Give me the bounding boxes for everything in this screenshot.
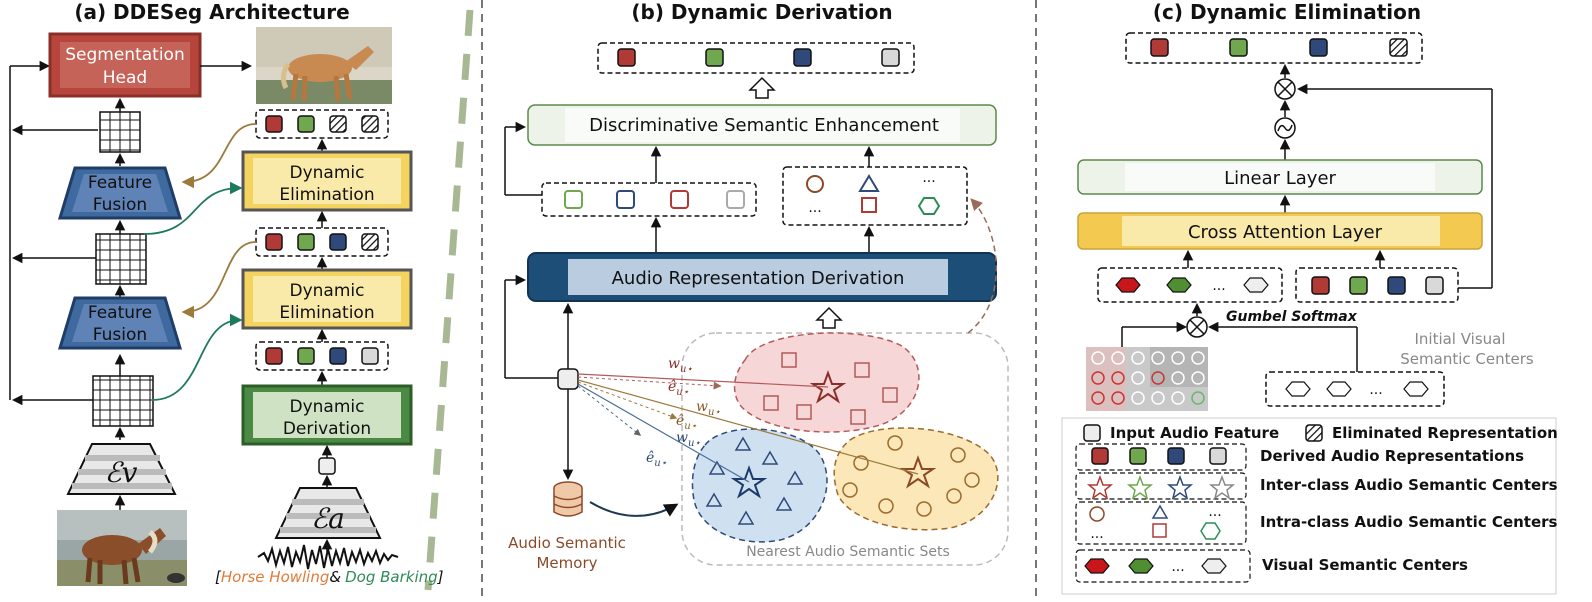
b-intra-class-shapes: ... ... <box>782 166 968 226</box>
hollow-arrow-mid <box>815 306 843 329</box>
yellow-cluster <box>833 427 999 531</box>
audio-encoder-symbol: ℰa <box>311 502 345 535</box>
dynamic-elimination-upper: Dynamic Elimination <box>241 150 413 212</box>
dynamic-derivation-block: Dynamic Derivation <box>241 384 413 446</box>
audio-waveform <box>257 544 399 570</box>
feature-grid-middle <box>95 233 147 285</box>
panel-a-title: (a) DDESeg Architecture <box>74 0 349 24</box>
visual-encoder: ℰv <box>66 443 177 495</box>
dynamic-elimination-upper-line2: Elimination <box>279 185 374 205</box>
initial-visual-line1: Initial Visual <box>1414 330 1505 348</box>
attention-map <box>1086 347 1208 411</box>
svg-text:êu⋆: êu⋆ <box>668 379 689 398</box>
b-output-tokens <box>597 42 915 74</box>
svg-text:wu⋆: wu⋆ <box>668 356 693 375</box>
feature-grid-bottom <box>92 375 154 427</box>
svg-text:wu⋆: wu⋆ <box>696 399 721 418</box>
c-ellipsis-2: ... <box>1369 382 1382 398</box>
panel-a: Segmentation Head <box>9 27 444 586</box>
dynamic-derivation-line2: Derivation <box>283 419 371 439</box>
c-visual-tokens: ... <box>1097 267 1283 303</box>
input-horse-image <box>57 510 187 586</box>
visual-encoder-symbol: ℰv <box>105 456 138 489</box>
multiply-icon-bottom <box>1186 316 1208 338</box>
dse-label: Discriminative Semantic Enhancement <box>589 115 939 136</box>
feature-fusion-upper-line2: Fusion <box>93 195 147 215</box>
dynamic-elimination-lower: Dynamic Elimination <box>241 268 413 330</box>
sigmoid-icon <box>1274 117 1296 139</box>
legend-intra-class: Intra-class Audio Semantic Centers <box>1260 513 1558 531</box>
svg-text:wu⋆: wu⋆ <box>676 430 701 449</box>
ard-label: Audio Representation Derivation <box>612 268 905 289</box>
c-output-tokens <box>1125 32 1423 64</box>
feature-fusion-upper: Feature Fusion <box>57 166 183 220</box>
panel-c-title: (c) Dynamic Elimination <box>1153 0 1421 24</box>
feature-grid-top <box>99 111 141 153</box>
legend-inter-class: Inter-class Audio Semantic Centers <box>1260 476 1558 494</box>
audio-feature-square <box>318 457 336 475</box>
multiply-icon-top <box>1274 78 1296 100</box>
dynamic-elimination-lower-line1: Dynamic <box>290 281 365 301</box>
panel-c: Linear Layer Cross Attention Layer ... <box>1061 32 1558 595</box>
c-ellipsis-1: ... <box>1212 278 1225 294</box>
hollow-arrow-top <box>748 76 776 99</box>
math-labels: wu⋆ êu⋆ wu⋆ êu⋆ wu⋆ êu⋆ <box>646 356 721 469</box>
legend-ellipsis-3: ... <box>1171 559 1184 575</box>
legend-ellipsis-1: ... <box>1208 504 1221 520</box>
b-ellipsis-1: ... <box>922 170 935 186</box>
gumbel-softmax-label: Gumbel Softmax <box>1226 309 1358 325</box>
dynamic-elimination-upper-line1: Dynamic <box>290 163 365 183</box>
red-cluster <box>733 332 920 433</box>
audio-input-node <box>557 368 579 390</box>
audio-caption: [Horse Howling&Dog Barking] <box>215 568 444 586</box>
memory-label-line2: Memory <box>536 554 597 572</box>
legend-derived: Derived Audio Representations <box>1260 447 1524 465</box>
segmentation-head-line2: Head <box>103 68 147 88</box>
tokens-low <box>255 341 389 371</box>
initial-visual-line2: Semantic Centers <box>1400 350 1534 368</box>
feature-fusion-lower: Feature Fusion <box>57 296 183 350</box>
legend-ellipsis-2: ... <box>1090 526 1103 542</box>
blue-cluster <box>691 428 828 543</box>
cross-attention-layer: Cross Attention Layer <box>1077 212 1483 250</box>
feature-fusion-lower-line1: Feature <box>88 303 152 323</box>
dse-block: Discriminative Semantic Enhancement <box>527 104 997 146</box>
legend-input-audio: Input Audio Feature <box>1110 424 1279 442</box>
svg-text:êu⋆: êu⋆ <box>676 413 697 432</box>
nearest-sets-region <box>681 332 1009 566</box>
linear-layer: Linear Layer <box>1077 159 1483 195</box>
memory-label-line1: Audio Semantic <box>508 534 626 552</box>
tokens-output <box>255 109 389 139</box>
panel-b: Discriminative Semantic Enhancement ... … <box>504 42 1009 572</box>
feature-fusion-lower-line2: Fusion <box>93 325 147 345</box>
panel-b-title: (b) Dynamic Derivation <box>631 0 892 24</box>
b-ellipsis-2: ... <box>808 200 821 216</box>
zoom-dash-line <box>424 9 474 591</box>
segmented-horse-image <box>256 27 392 104</box>
legend: Input Audio Feature Eliminated Represent… <box>1061 417 1558 595</box>
feature-fusion-upper-line1: Feature <box>88 173 152 193</box>
linear-layer-label: Linear Layer <box>1224 168 1336 189</box>
initial-visual-centers: ... <box>1265 371 1445 407</box>
audio-encoder: ℰa <box>274 487 382 539</box>
legend-eliminated: Eliminated Representation <box>1332 424 1558 442</box>
svg-text:êu⋆: êu⋆ <box>646 450 667 469</box>
nearest-sets-label: Nearest Audio Semantic Sets <box>746 544 950 560</box>
dynamic-derivation-line1: Dynamic <box>290 397 365 417</box>
segmentation-head: Segmentation Head <box>48 32 202 98</box>
segmentation-head-line1: Segmentation <box>65 45 184 65</box>
dynamic-elimination-lower-line2: Elimination <box>279 303 374 323</box>
legend-visual-centers: Visual Semantic Centers <box>1262 556 1468 574</box>
b-derived-tokens <box>541 182 757 217</box>
database-icon <box>553 481 583 517</box>
tokens-mid <box>255 227 389 257</box>
c-audio-tokens <box>1295 267 1459 303</box>
ard-block: Audio Representation Derivation <box>527 252 997 302</box>
cross-attention-label: Cross Attention Layer <box>1188 222 1383 243</box>
